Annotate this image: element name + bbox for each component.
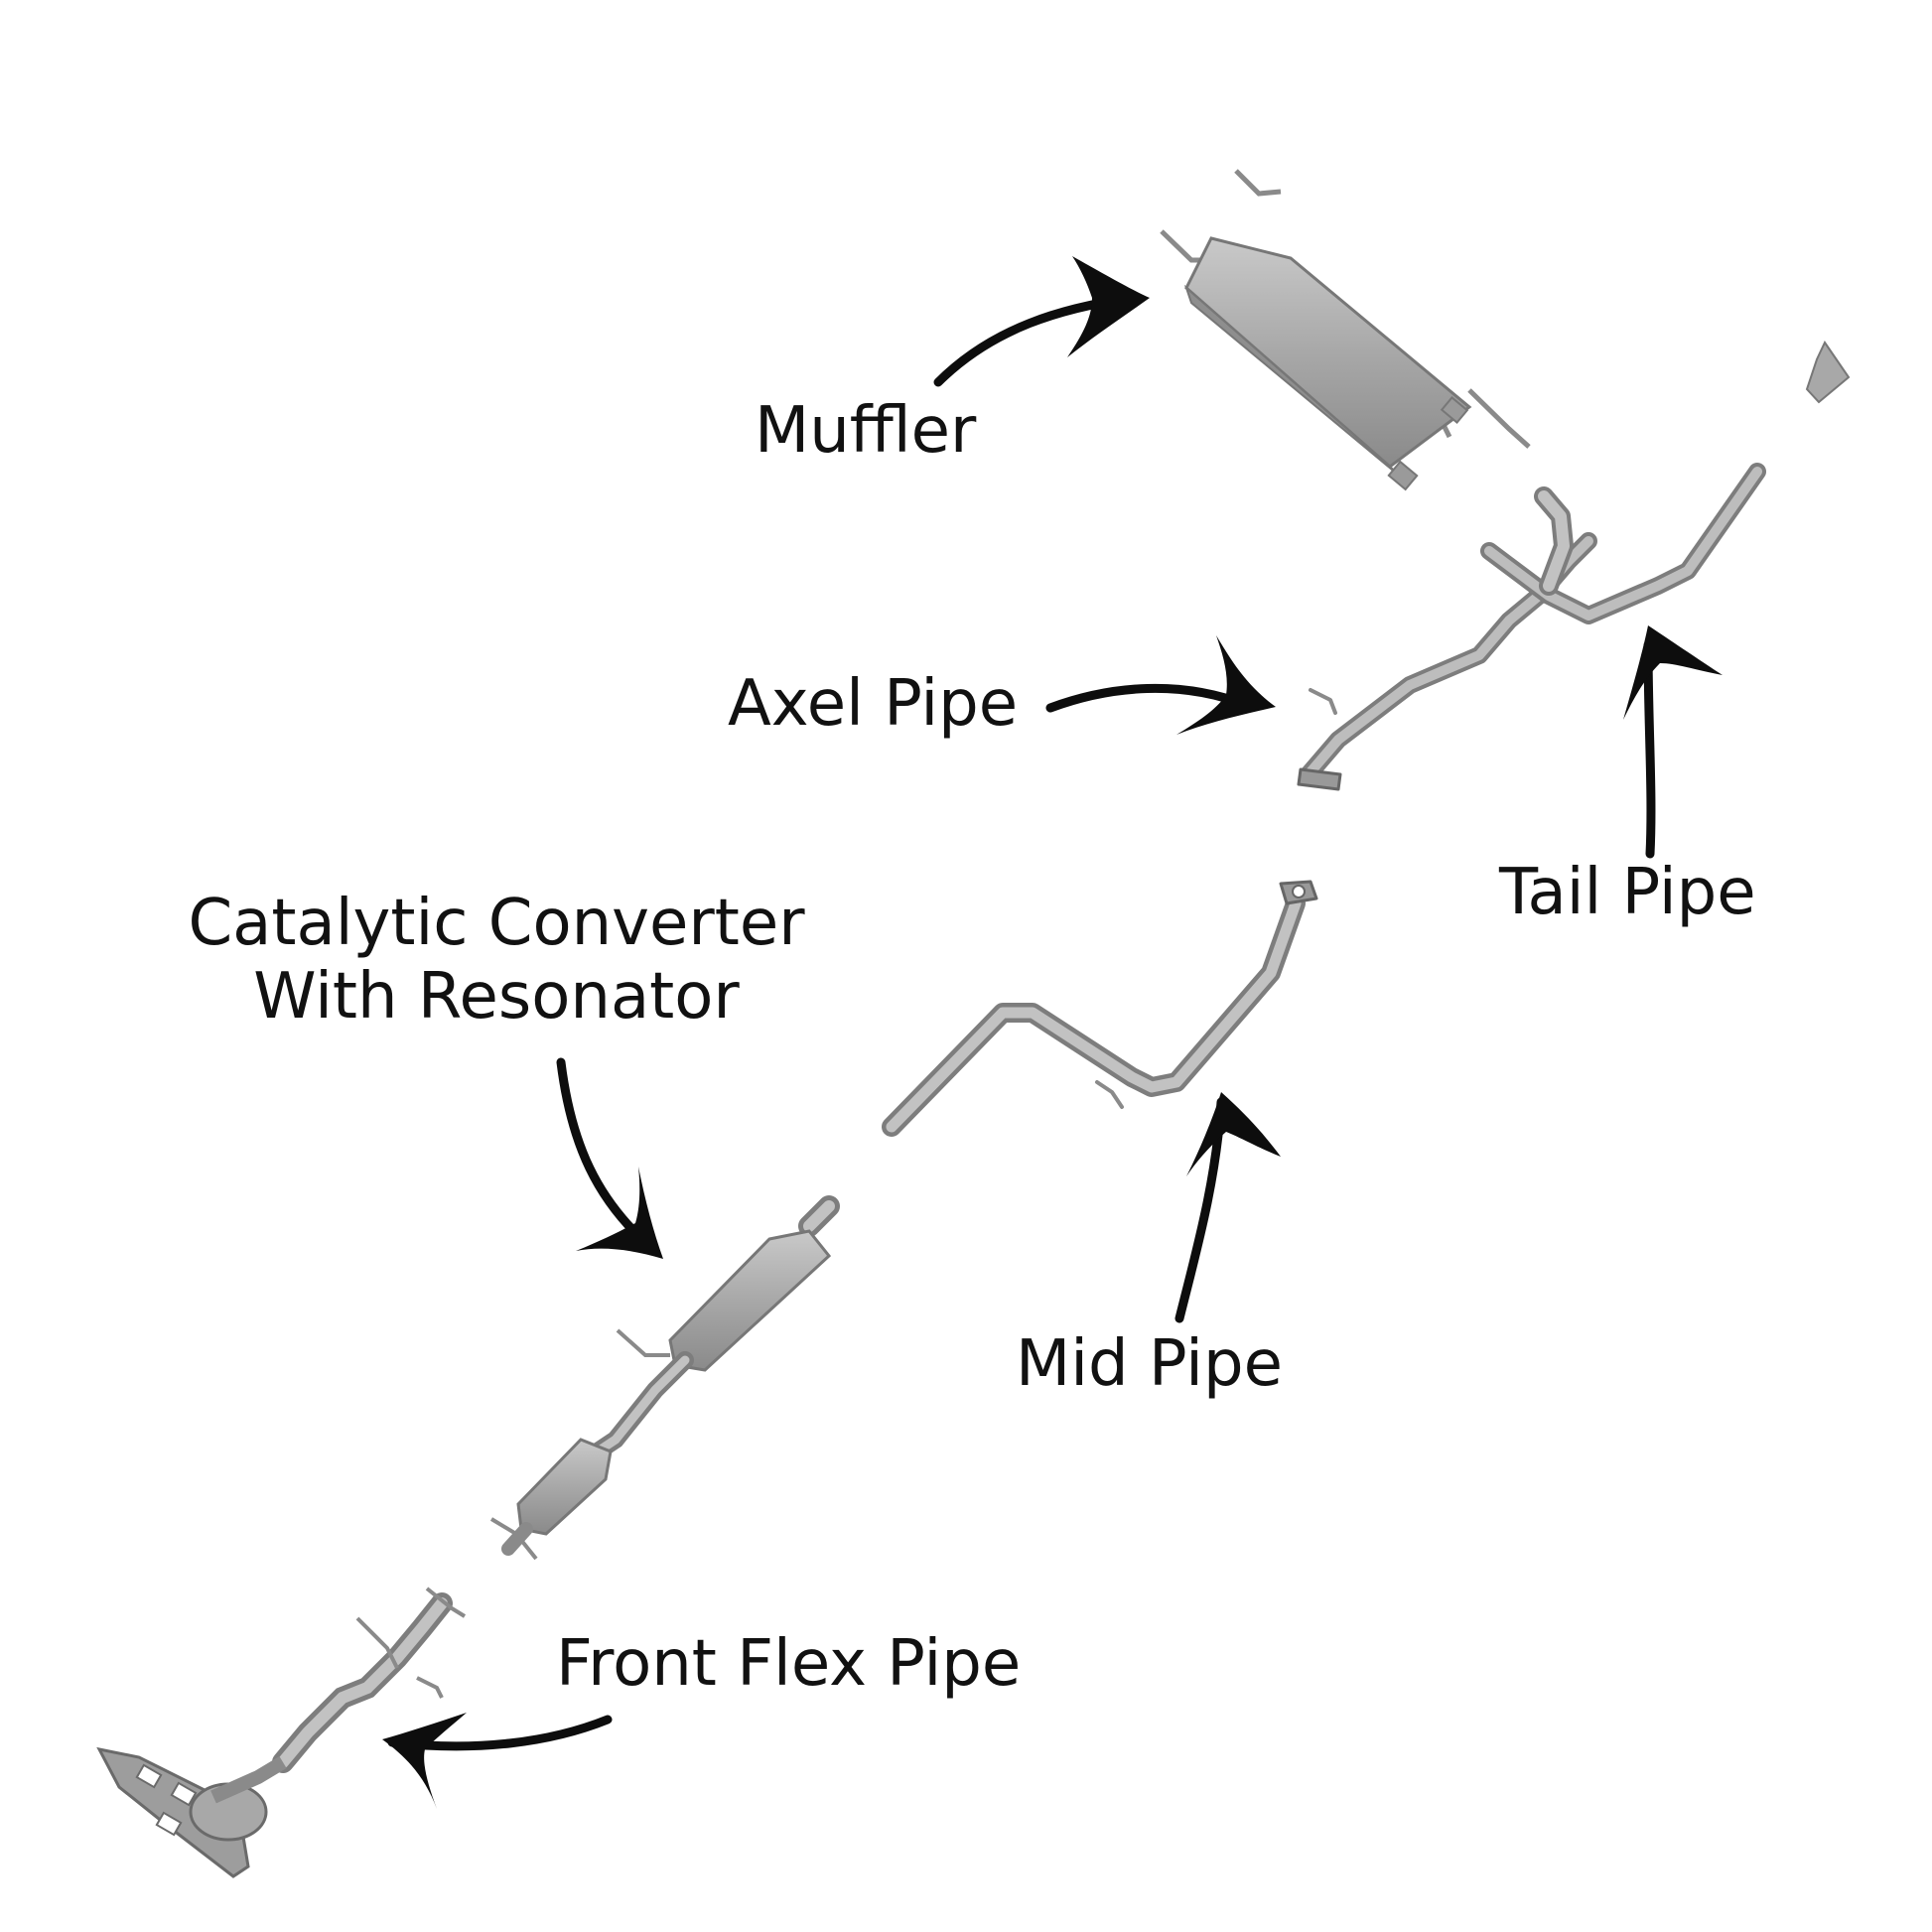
arrow-axel-pipe	[1045, 635, 1276, 735]
label-mid-pipe: Mid Pipe	[1016, 1327, 1283, 1401]
label-muffler: Muffler	[755, 394, 977, 468]
label-axel-pipe: Axel Pipe	[728, 667, 1019, 741]
arrow-front-flex-pipe	[382, 1713, 613, 1809]
arrow-tail-pipe	[1623, 625, 1723, 859]
label-catalytic-converter: Catalytic Converter With Resonator	[159, 887, 834, 1034]
label-catalytic-line-1: Catalytic Converter	[188, 887, 805, 960]
muffler-part	[1160, 169, 1531, 491]
tail-pipe-part	[1480, 463, 1766, 624]
catalytic-converter-part	[489, 1195, 840, 1561]
mid-pipe-part	[882, 880, 1318, 1137]
front-flex-pipe-part	[96, 1587, 467, 1878]
exhaust-tip-part	[1805, 340, 1851, 404]
label-tail-pipe: Tail Pipe	[1499, 856, 1756, 929]
label-front-flex-pipe: Front Flex Pipe	[556, 1627, 1022, 1701]
label-catalytic-line-2: With Resonator	[253, 959, 740, 1034]
arrow-catalytic-converter	[556, 1057, 663, 1259]
arrow-mid-pipe	[1174, 1092, 1281, 1323]
arrow-muffler	[933, 256, 1150, 387]
